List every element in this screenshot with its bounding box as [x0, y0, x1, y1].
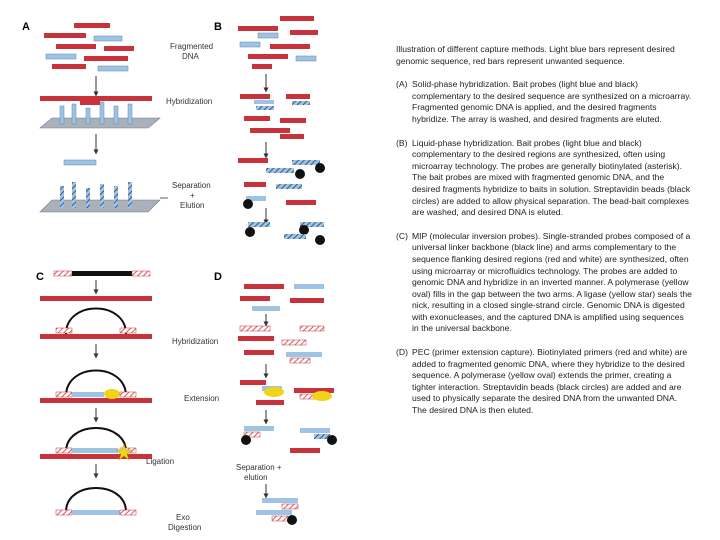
panel-c-circle: [55, 487, 137, 516]
panel-label-c: C: [36, 271, 44, 283]
label-elution-lower: elution: [244, 473, 268, 482]
label-separation: Separation: [172, 181, 211, 190]
label-separation-plus: Separation +: [236, 463, 282, 472]
caption-text-b: Liquid-phase hybridization. Bait probes …: [412, 137, 691, 218]
panel-label-a: A: [22, 21, 30, 33]
caption-letter-b: (B): [396, 137, 408, 148]
label-ligation: Ligation: [146, 457, 174, 466]
caption-text-c: MIP (molecular inversion probes). Single…: [412, 230, 692, 334]
label-extension: Extension: [184, 394, 219, 403]
label-dna: DNA: [182, 52, 200, 61]
caption-item-b: (B) Liquid-phase hybridization. Bait pro…: [396, 138, 692, 219]
panel-c-hybridized: [40, 296, 152, 339]
label-hybridization-cd: Hybridization: [172, 337, 218, 346]
panel-b-fragments: [238, 16, 318, 69]
caption-item-a: (A) Solid-phase hybridization. Bait prob…: [396, 79, 692, 125]
caption-letter-a: (A): [396, 79, 408, 90]
panel-c-probe: [53, 270, 151, 277]
panel-label-d: D: [214, 271, 222, 283]
capture-methods-figure: A B C D Fragmented DNA Hybridization: [22, 16, 337, 532]
panel-c-ligation: [40, 427, 152, 461]
caption-item-c: (C) MIP (molecular inversion probes). Si…: [396, 231, 692, 335]
panel-d-eluted: [256, 498, 299, 525]
caption-panel: Illustration of different capture method…: [396, 44, 692, 429]
panel-b-eluted: [245, 222, 325, 245]
panel-b-beads: [238, 158, 325, 209]
panel-c-extension: [40, 369, 152, 403]
label-plus: +: [190, 191, 195, 200]
ligase-star-icon: [115, 443, 133, 461]
label-hybridization-ab: Hybridization: [166, 97, 212, 106]
panel-label-b: B: [214, 21, 222, 33]
label-elution: Elution: [180, 201, 204, 210]
caption-text-d: PEC (primer extension capture). Biotinyl…: [412, 347, 688, 416]
caption-text-a: Solid-phase hybridization. Bait probes (…: [412, 79, 692, 124]
panel-a-loose-fragment: [63, 159, 97, 166]
panel-a-fragments: [44, 23, 134, 72]
caption-letter-c: (C): [396, 230, 408, 241]
panel-a-elution-array: [39, 182, 161, 213]
panel-a-hybridization-array: [39, 96, 161, 129]
panel-d-fragments: [240, 284, 324, 311]
caption-intro: Illustration of different capture method…: [396, 44, 675, 66]
panel-d-hybridized: [238, 325, 325, 364]
label-fragmented: Fragmented: [170, 42, 213, 51]
panel-d-beads: [241, 426, 337, 453]
panel-d-extension: [240, 380, 334, 405]
caption-item-d: (D) PEC (primer extension capture). Biot…: [396, 347, 692, 417]
panel-b-hybridization: [240, 94, 310, 139]
label-digestion: Digestion: [168, 523, 201, 532]
label-exo: Exo: [176, 513, 190, 522]
caption-letter-d: (D): [396, 347, 408, 358]
